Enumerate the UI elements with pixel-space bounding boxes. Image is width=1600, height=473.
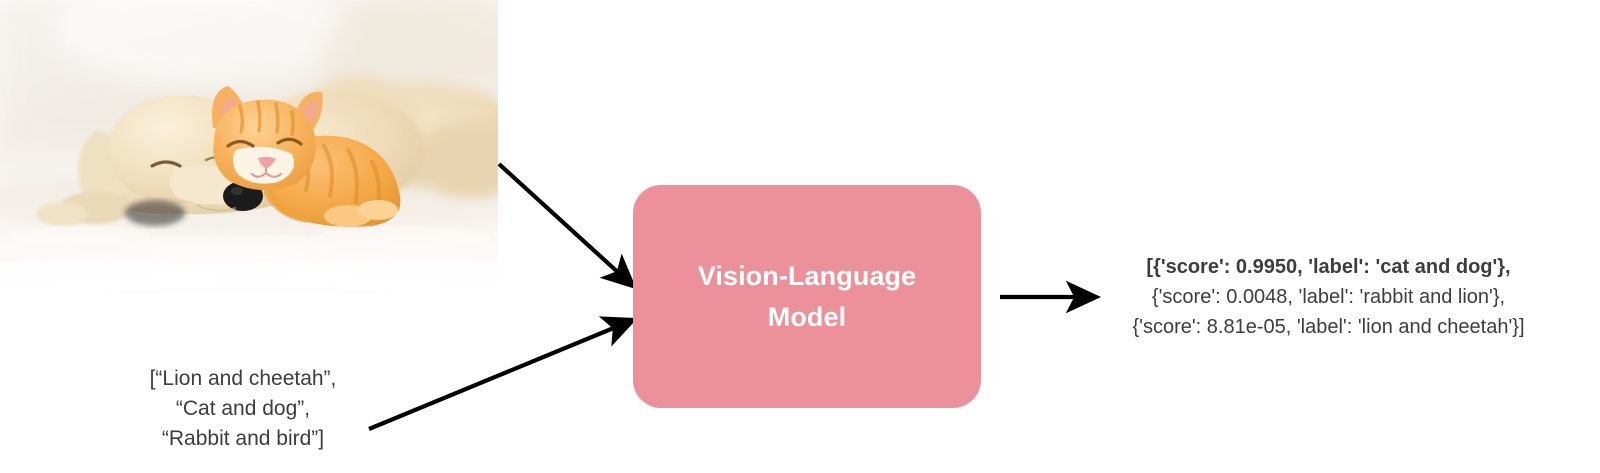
arrow-image-to-model [497,162,637,290]
output-line-3: {'score': 8.81e-05, 'label': 'lion and c… [1132,316,1525,338]
output-line-1: [{'score': 0.9950, 'label': 'cat and dog… [1146,256,1511,278]
puppy-and-kitten-photo-icon [0,0,498,328]
prompt-line-3: “Rabbit and bird”] [161,426,325,450]
vision-language-model-box: Vision-Language Model [633,185,981,408]
prompt-line-1: [“Lion and cheetah”, [149,367,337,390]
prompt-line-2: “Cat and dog”, [175,396,311,420]
input-image-thumbnail [0,0,498,328]
model-box-label: Vision-Language Model [697,261,917,332]
output-line-2: {'score': 0.0048, 'label': 'rabbit and l… [1151,286,1506,308]
arrow-prompt-to-model [368,316,638,431]
model-output-predictions: [{'score': 0.9950, 'label': 'cat and dog… [1065,252,1592,342]
prompt-label-list: [“Lion and cheetah”, “Cat and dog”, “Rab… [118,364,368,453]
